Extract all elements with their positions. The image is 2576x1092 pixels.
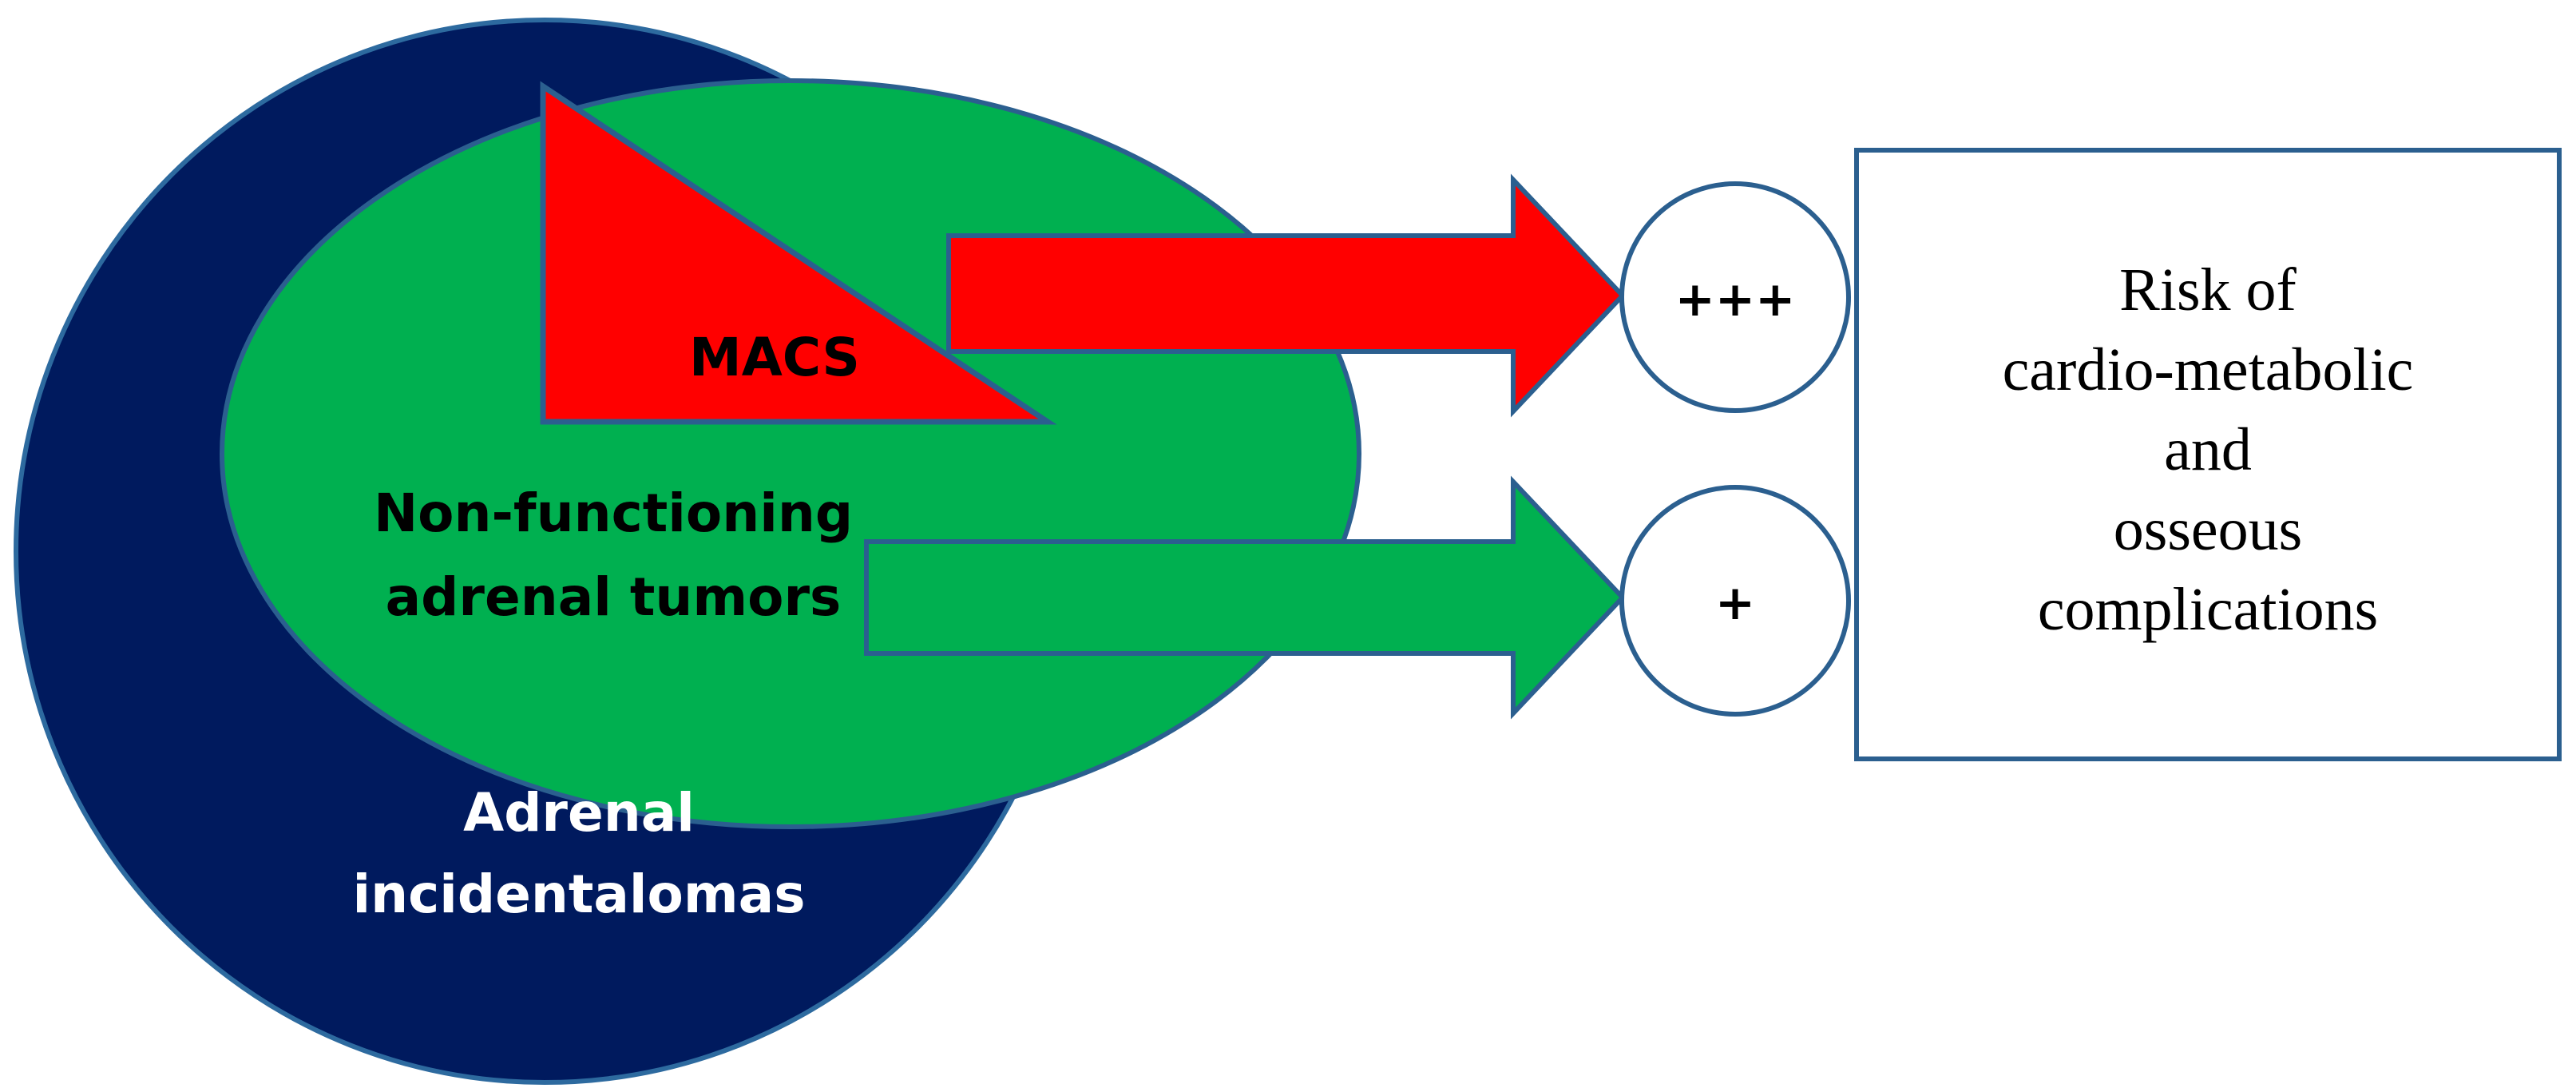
- risk-box-line: Risk of: [2119, 256, 2297, 324]
- non-functioning-arrow: [864, 475, 1627, 720]
- macs-arrow: [946, 173, 1627, 418]
- risk-box-text: Risk of cardio-metabolic and osseous com…: [2003, 256, 2414, 643]
- non-functioning-label-line2: adrenal tumors: [386, 566, 842, 628]
- risk-box-line: osseous: [2114, 496, 2302, 563]
- risk-box-line: and: [2164, 416, 2252, 483]
- adrenal-label-line1: Adrenal: [463, 782, 695, 844]
- macs-label: MACS: [689, 327, 860, 388]
- non-functioning-ellipse: [220, 78, 1361, 829]
- non-functioning-label-line1: Non-functioning: [374, 482, 853, 544]
- risk-box-line: complications: [2038, 576, 2378, 643]
- risk-low-label: +: [1715, 575, 1755, 631]
- macs-triangle: [540, 81, 1057, 425]
- risk-low-circle: [1619, 485, 1851, 717]
- risk-box-line: cardio-metabolic: [2003, 336, 2414, 403]
- adrenal-label-line2: incidentalomas: [353, 864, 806, 925]
- risk-high-circle: [1619, 181, 1851, 413]
- risk-box: [1854, 148, 2562, 761]
- risk-high-label: +++: [1675, 272, 1796, 328]
